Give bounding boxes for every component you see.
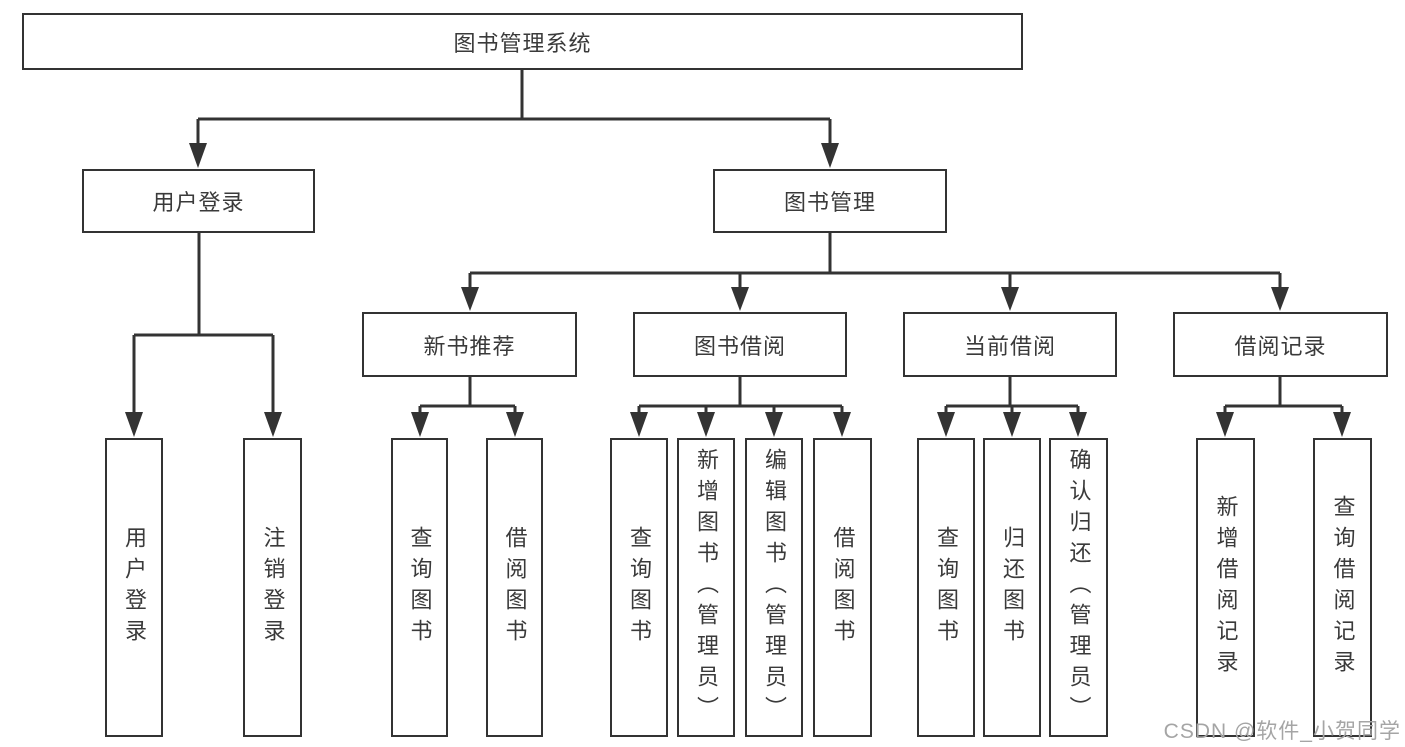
leaf-label: 查询图书	[407, 525, 433, 650]
csdn-watermark: CSDN @软件_小贺同学	[1163, 720, 1401, 743]
leaf-label: 借阅图书	[830, 525, 856, 650]
leaf-label: 确认归还（管理员）	[1066, 448, 1092, 727]
leaf-logout: 注销登录	[243, 438, 302, 737]
leaf-query-books-2: 查询图书	[610, 438, 668, 737]
node-label: 借阅记录	[1234, 333, 1327, 359]
leaf-label: 查询借阅记录	[1330, 494, 1356, 681]
node-label: 新书推荐	[423, 333, 516, 359]
leaf-label: 借阅图书	[502, 525, 528, 650]
leaf-label: 新增图书（管理员）	[694, 448, 719, 727]
leaf-label: 编辑图书（管理员）	[762, 448, 787, 727]
leaf-user-login: 用户登录	[105, 438, 163, 737]
leaf-borrow-books-1: 借阅图书	[486, 438, 543, 737]
node-label: 图书借阅	[693, 333, 786, 359]
leaf-label: 查询图书	[934, 525, 959, 650]
leaf-query-books-1: 查询图书	[391, 438, 448, 737]
node-user-login: 用户登录	[82, 169, 315, 233]
leaf-add-borrow-record: 新增借阅记录	[1196, 438, 1255, 737]
leaf-label: 归还图书	[1000, 525, 1025, 650]
node-book-management: 图书管理	[713, 169, 947, 233]
leaf-label: 用户登录	[122, 525, 147, 650]
leaf-return-book: 归还图书	[983, 438, 1041, 737]
node-current-borrowing: 当前借阅	[903, 312, 1117, 377]
leaf-borrow-books-2: 借阅图书	[813, 438, 872, 737]
node-library-management-system: 图书管理系统	[22, 13, 1023, 70]
node-label: 图书管理系统	[453, 30, 592, 56]
node-new-book-recommendation: 新书推荐	[362, 312, 577, 377]
leaf-query-borrow-record: 查询借阅记录	[1313, 438, 1372, 737]
leaf-edit-book-admin: 编辑图书（管理员）	[745, 438, 803, 737]
node-label: 图书管理	[783, 190, 876, 215]
leaf-label: 查询图书	[627, 525, 652, 650]
leaf-label: 新增借阅记录	[1213, 494, 1239, 681]
node-book-borrowing: 图书借阅	[633, 312, 847, 377]
leaf-label: 注销登录	[260, 525, 286, 650]
node-borrowing-records: 借阅记录	[1173, 312, 1388, 377]
leaf-add-book-admin: 新增图书（管理员）	[677, 438, 735, 737]
node-label: 当前借阅	[963, 333, 1056, 359]
leaf-query-books-3: 查询图书	[917, 438, 975, 737]
node-label: 用户登录	[152, 190, 245, 215]
leaf-confirm-return-admin: 确认归还（管理员）	[1049, 438, 1108, 737]
